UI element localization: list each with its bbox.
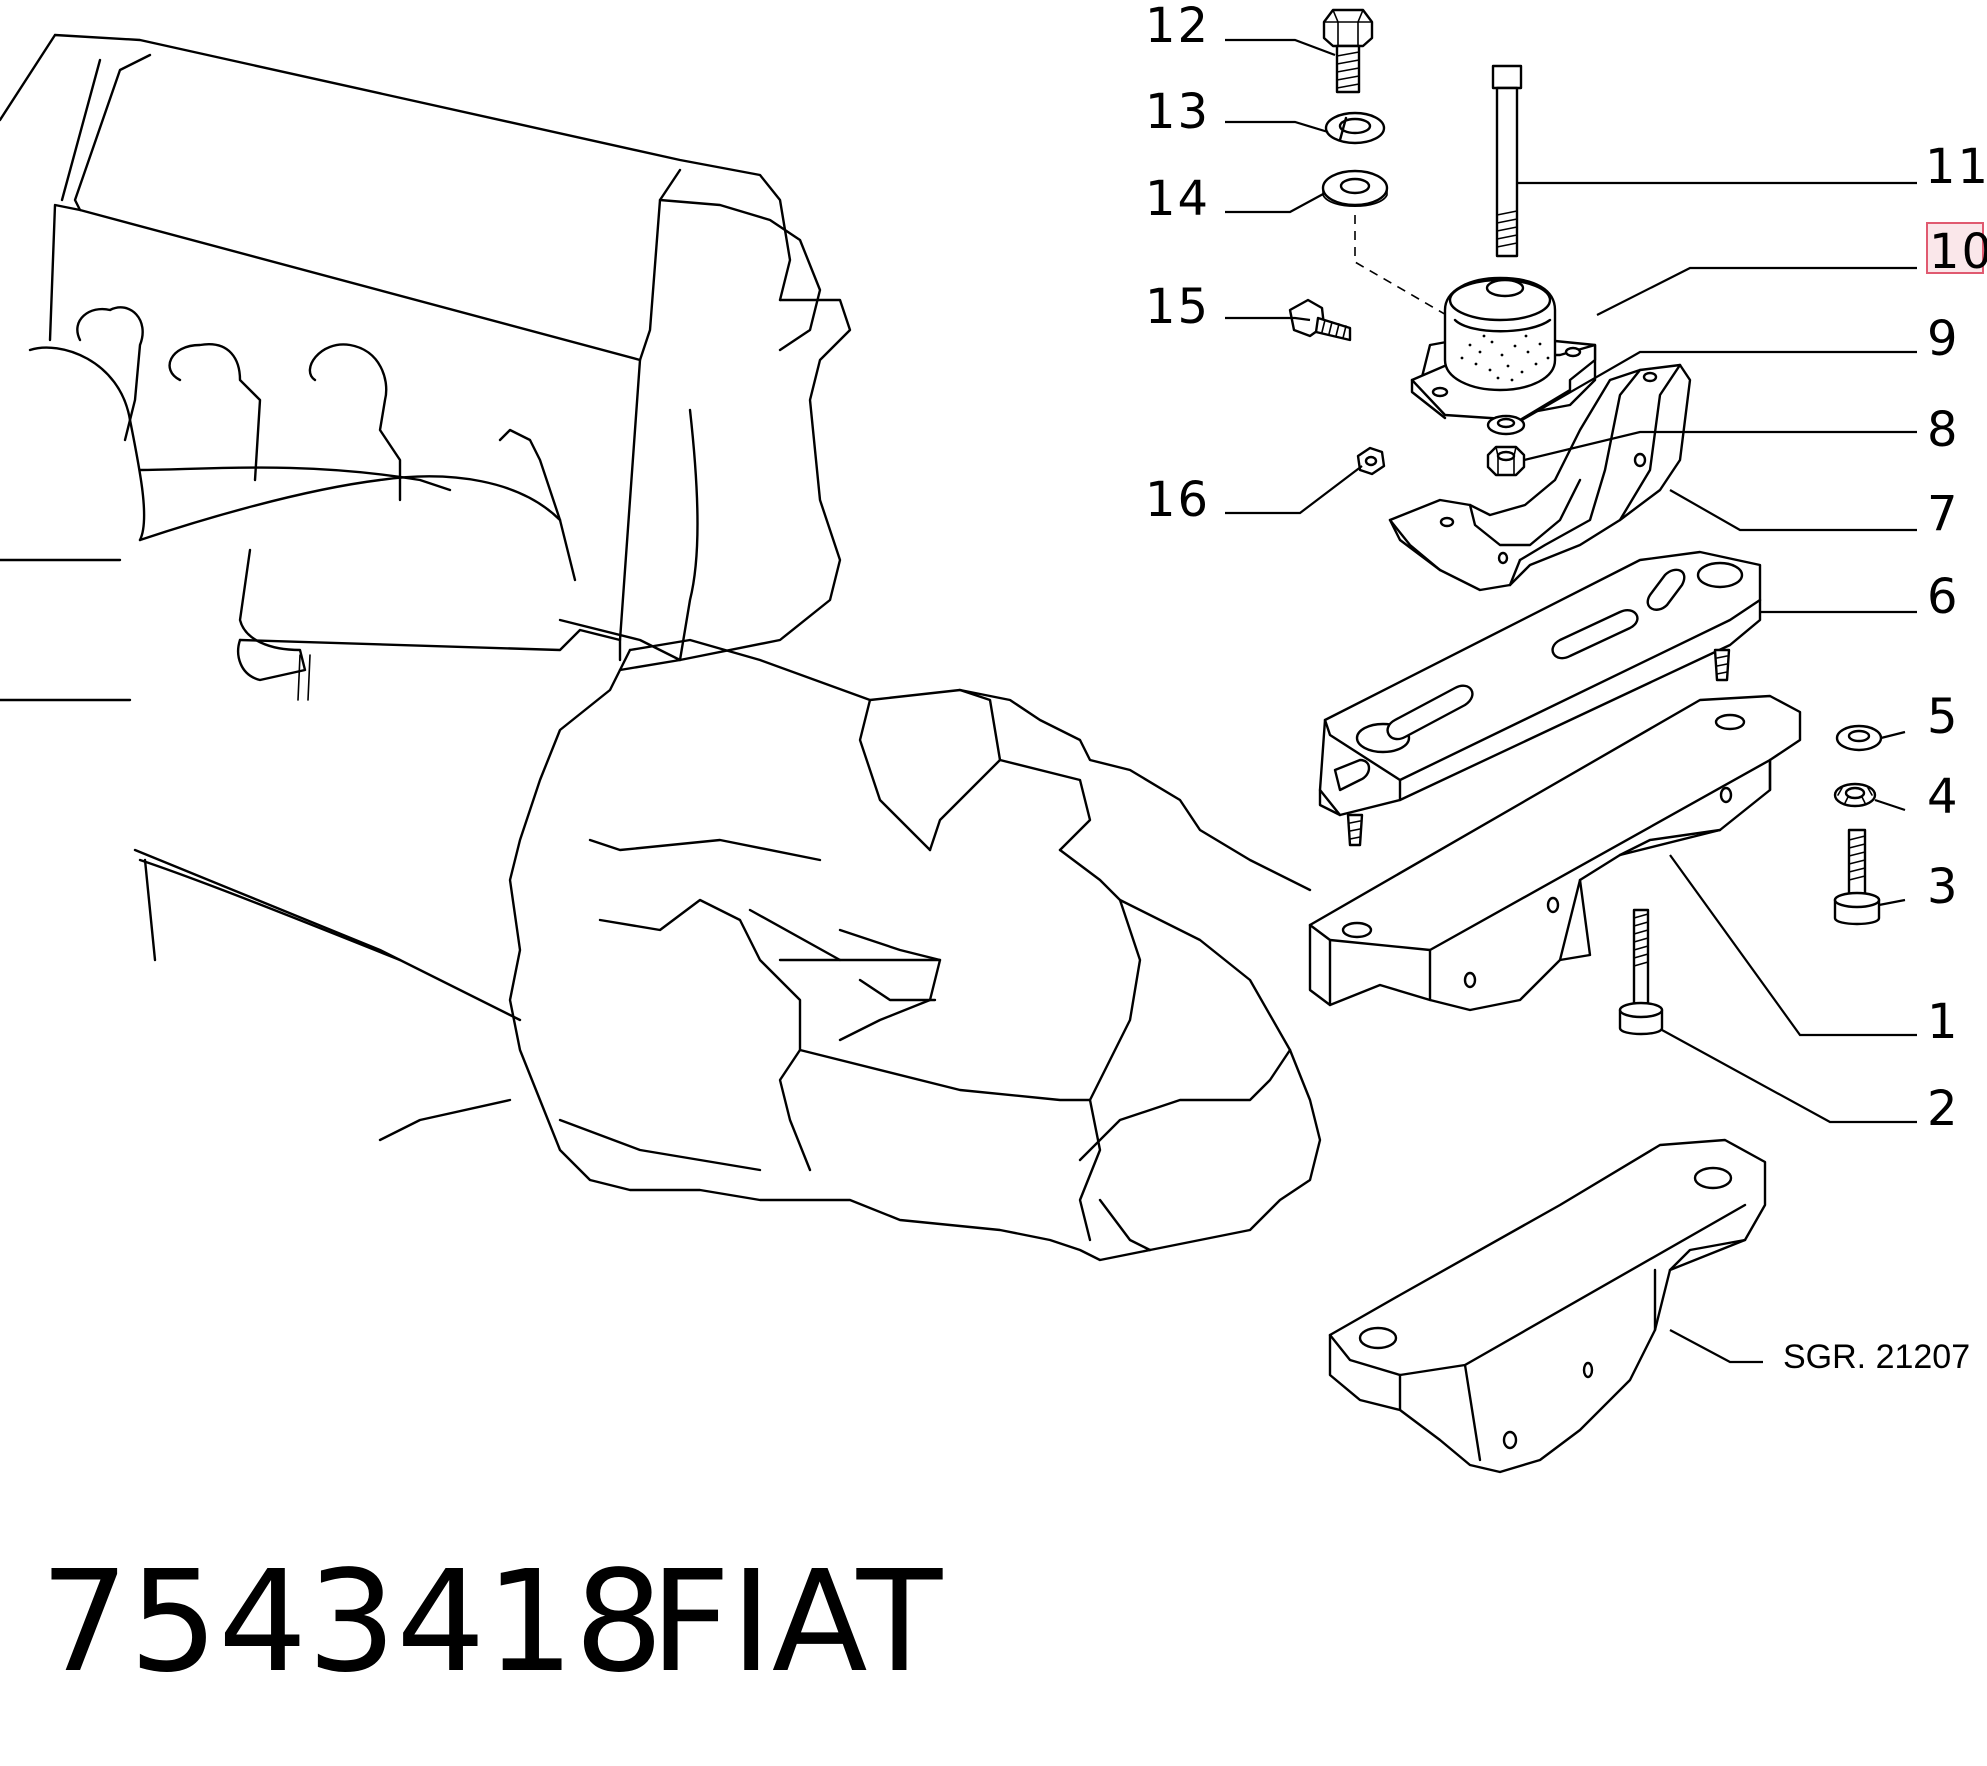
callout-12: 12 bbox=[1145, 0, 1210, 54]
highlight-box-part-10 bbox=[1926, 222, 1984, 274]
callout-2: 2 bbox=[1927, 1081, 1960, 1137]
callout-13: 13 bbox=[1145, 84, 1210, 140]
callout-16: 16 bbox=[1145, 472, 1210, 528]
part-6-mounting-plate bbox=[1318, 550, 1762, 847]
bracket-sgr-21207 bbox=[1328, 1138, 1767, 1474]
part-number: 7543418 bbox=[40, 1541, 664, 1704]
part-5-washer bbox=[1835, 724, 1883, 752]
part-11-long-stud bbox=[1491, 64, 1523, 258]
group-reference-label: SGR. 21207 bbox=[1783, 1338, 1970, 1376]
callout-11: 11 bbox=[1925, 139, 1987, 195]
callout-5: 5 bbox=[1927, 689, 1960, 745]
callout-7: 7 bbox=[1927, 486, 1960, 542]
part-8-hex-nut bbox=[1486, 445, 1526, 477]
assembly-line bbox=[1354, 215, 1456, 321]
part-1-crossmember bbox=[1308, 694, 1802, 1012]
callout-6: 6 bbox=[1927, 569, 1960, 625]
part-15-bolt bbox=[1288, 298, 1352, 342]
part-7-bracket bbox=[1388, 363, 1692, 592]
part-14-flat-washer bbox=[1321, 169, 1389, 208]
callout-1: 1 bbox=[1927, 994, 1960, 1050]
part-3-bolt bbox=[1833, 828, 1881, 926]
part-16-nut bbox=[1356, 446, 1386, 476]
part-4-lock-washer bbox=[1833, 782, 1877, 808]
engine-gearbox-illustration bbox=[0, 33, 1322, 1262]
callout-14: 14 bbox=[1145, 171, 1210, 227]
part-10-rubber-mount bbox=[1410, 276, 1597, 422]
part-9-nut bbox=[1486, 414, 1526, 436]
part-13-spring-washer bbox=[1324, 111, 1386, 145]
part-12-bolt bbox=[1322, 8, 1374, 94]
callout-3: 3 bbox=[1927, 859, 1960, 915]
part-2-long-bolt bbox=[1618, 908, 1664, 1036]
footer: 7543418 FIAT bbox=[40, 1541, 943, 1704]
leader-lines bbox=[1225, 38, 1917, 1364]
brand-name: FIAT bbox=[650, 1541, 943, 1704]
callout-4: 4 bbox=[1927, 769, 1960, 825]
callout-15: 15 bbox=[1145, 279, 1210, 335]
callout-9: 9 bbox=[1927, 311, 1960, 367]
callout-8: 8 bbox=[1927, 402, 1960, 458]
callout-labels: 12 13 14 11 10 9 15 8 16 7 6 5 4 3 1 2 S… bbox=[1145, 0, 1987, 1376]
callout-10: 10 bbox=[1929, 224, 1987, 280]
